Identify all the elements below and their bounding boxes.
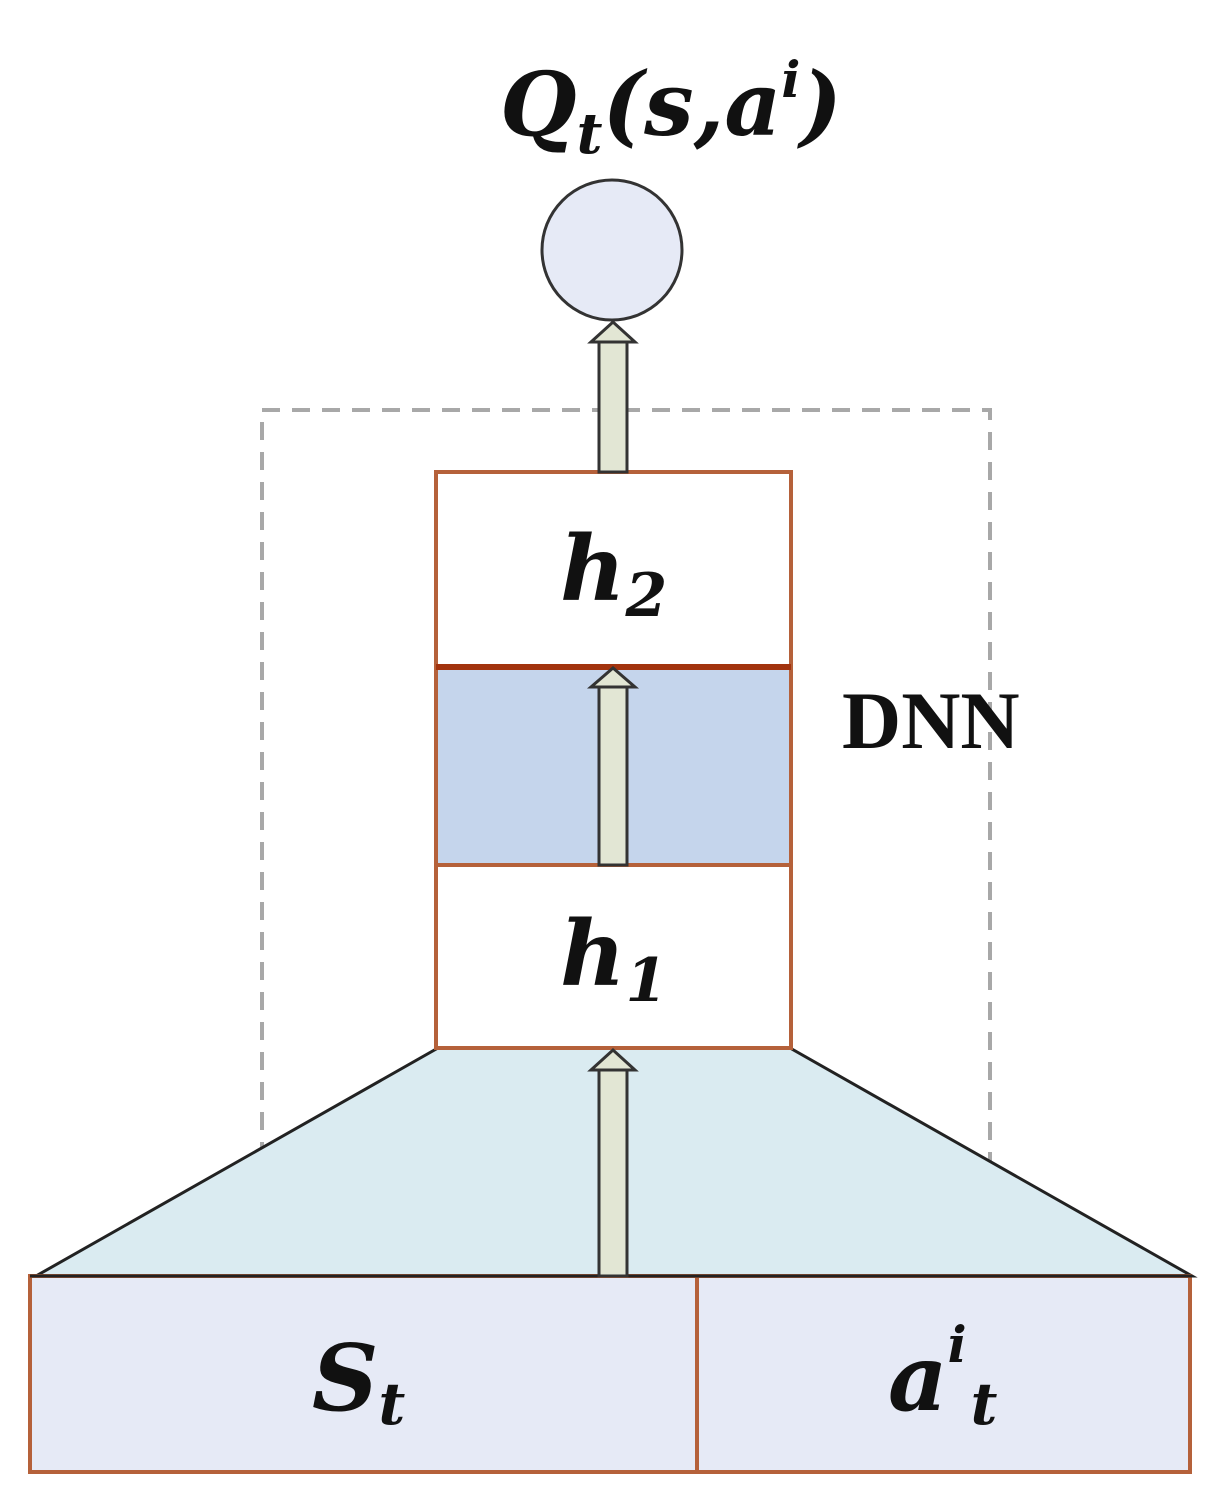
dnn-label: DNN bbox=[842, 675, 1020, 766]
h1-sub: 1 bbox=[625, 946, 667, 1016]
action-sub: t bbox=[971, 1370, 998, 1438]
state-sub: t bbox=[378, 1370, 405, 1438]
output-label: Qt(s,ai) bbox=[500, 50, 842, 167]
output-args: (s,a bbox=[603, 52, 782, 156]
hidden-layer-h1 bbox=[434, 863, 793, 1050]
h1-label: h1 bbox=[560, 901, 667, 1016]
h1-base: h bbox=[560, 901, 625, 1007]
h2-sub: 2 bbox=[624, 561, 667, 631]
h2-label: h2 bbox=[560, 516, 667, 631]
output-q-sub: t bbox=[577, 101, 603, 167]
action-sup: i bbox=[948, 1315, 967, 1374]
state-base: S bbox=[312, 1324, 378, 1432]
output-close: ) bbox=[796, 52, 842, 156]
output-q: Q bbox=[500, 52, 577, 156]
action-input-box bbox=[695, 1274, 1192, 1474]
h2-base: h bbox=[560, 516, 625, 622]
arrow-to-output bbox=[587, 319, 639, 474]
arrow-input-to-h1 bbox=[587, 1047, 639, 1278]
action-base: a bbox=[888, 1324, 948, 1432]
output-sup: i bbox=[781, 50, 800, 109]
arrow-h1-to-h2 bbox=[586, 666, 640, 867]
state-label: St bbox=[312, 1324, 405, 1438]
output-node bbox=[540, 178, 684, 322]
action-label: ait bbox=[888, 1315, 998, 1438]
